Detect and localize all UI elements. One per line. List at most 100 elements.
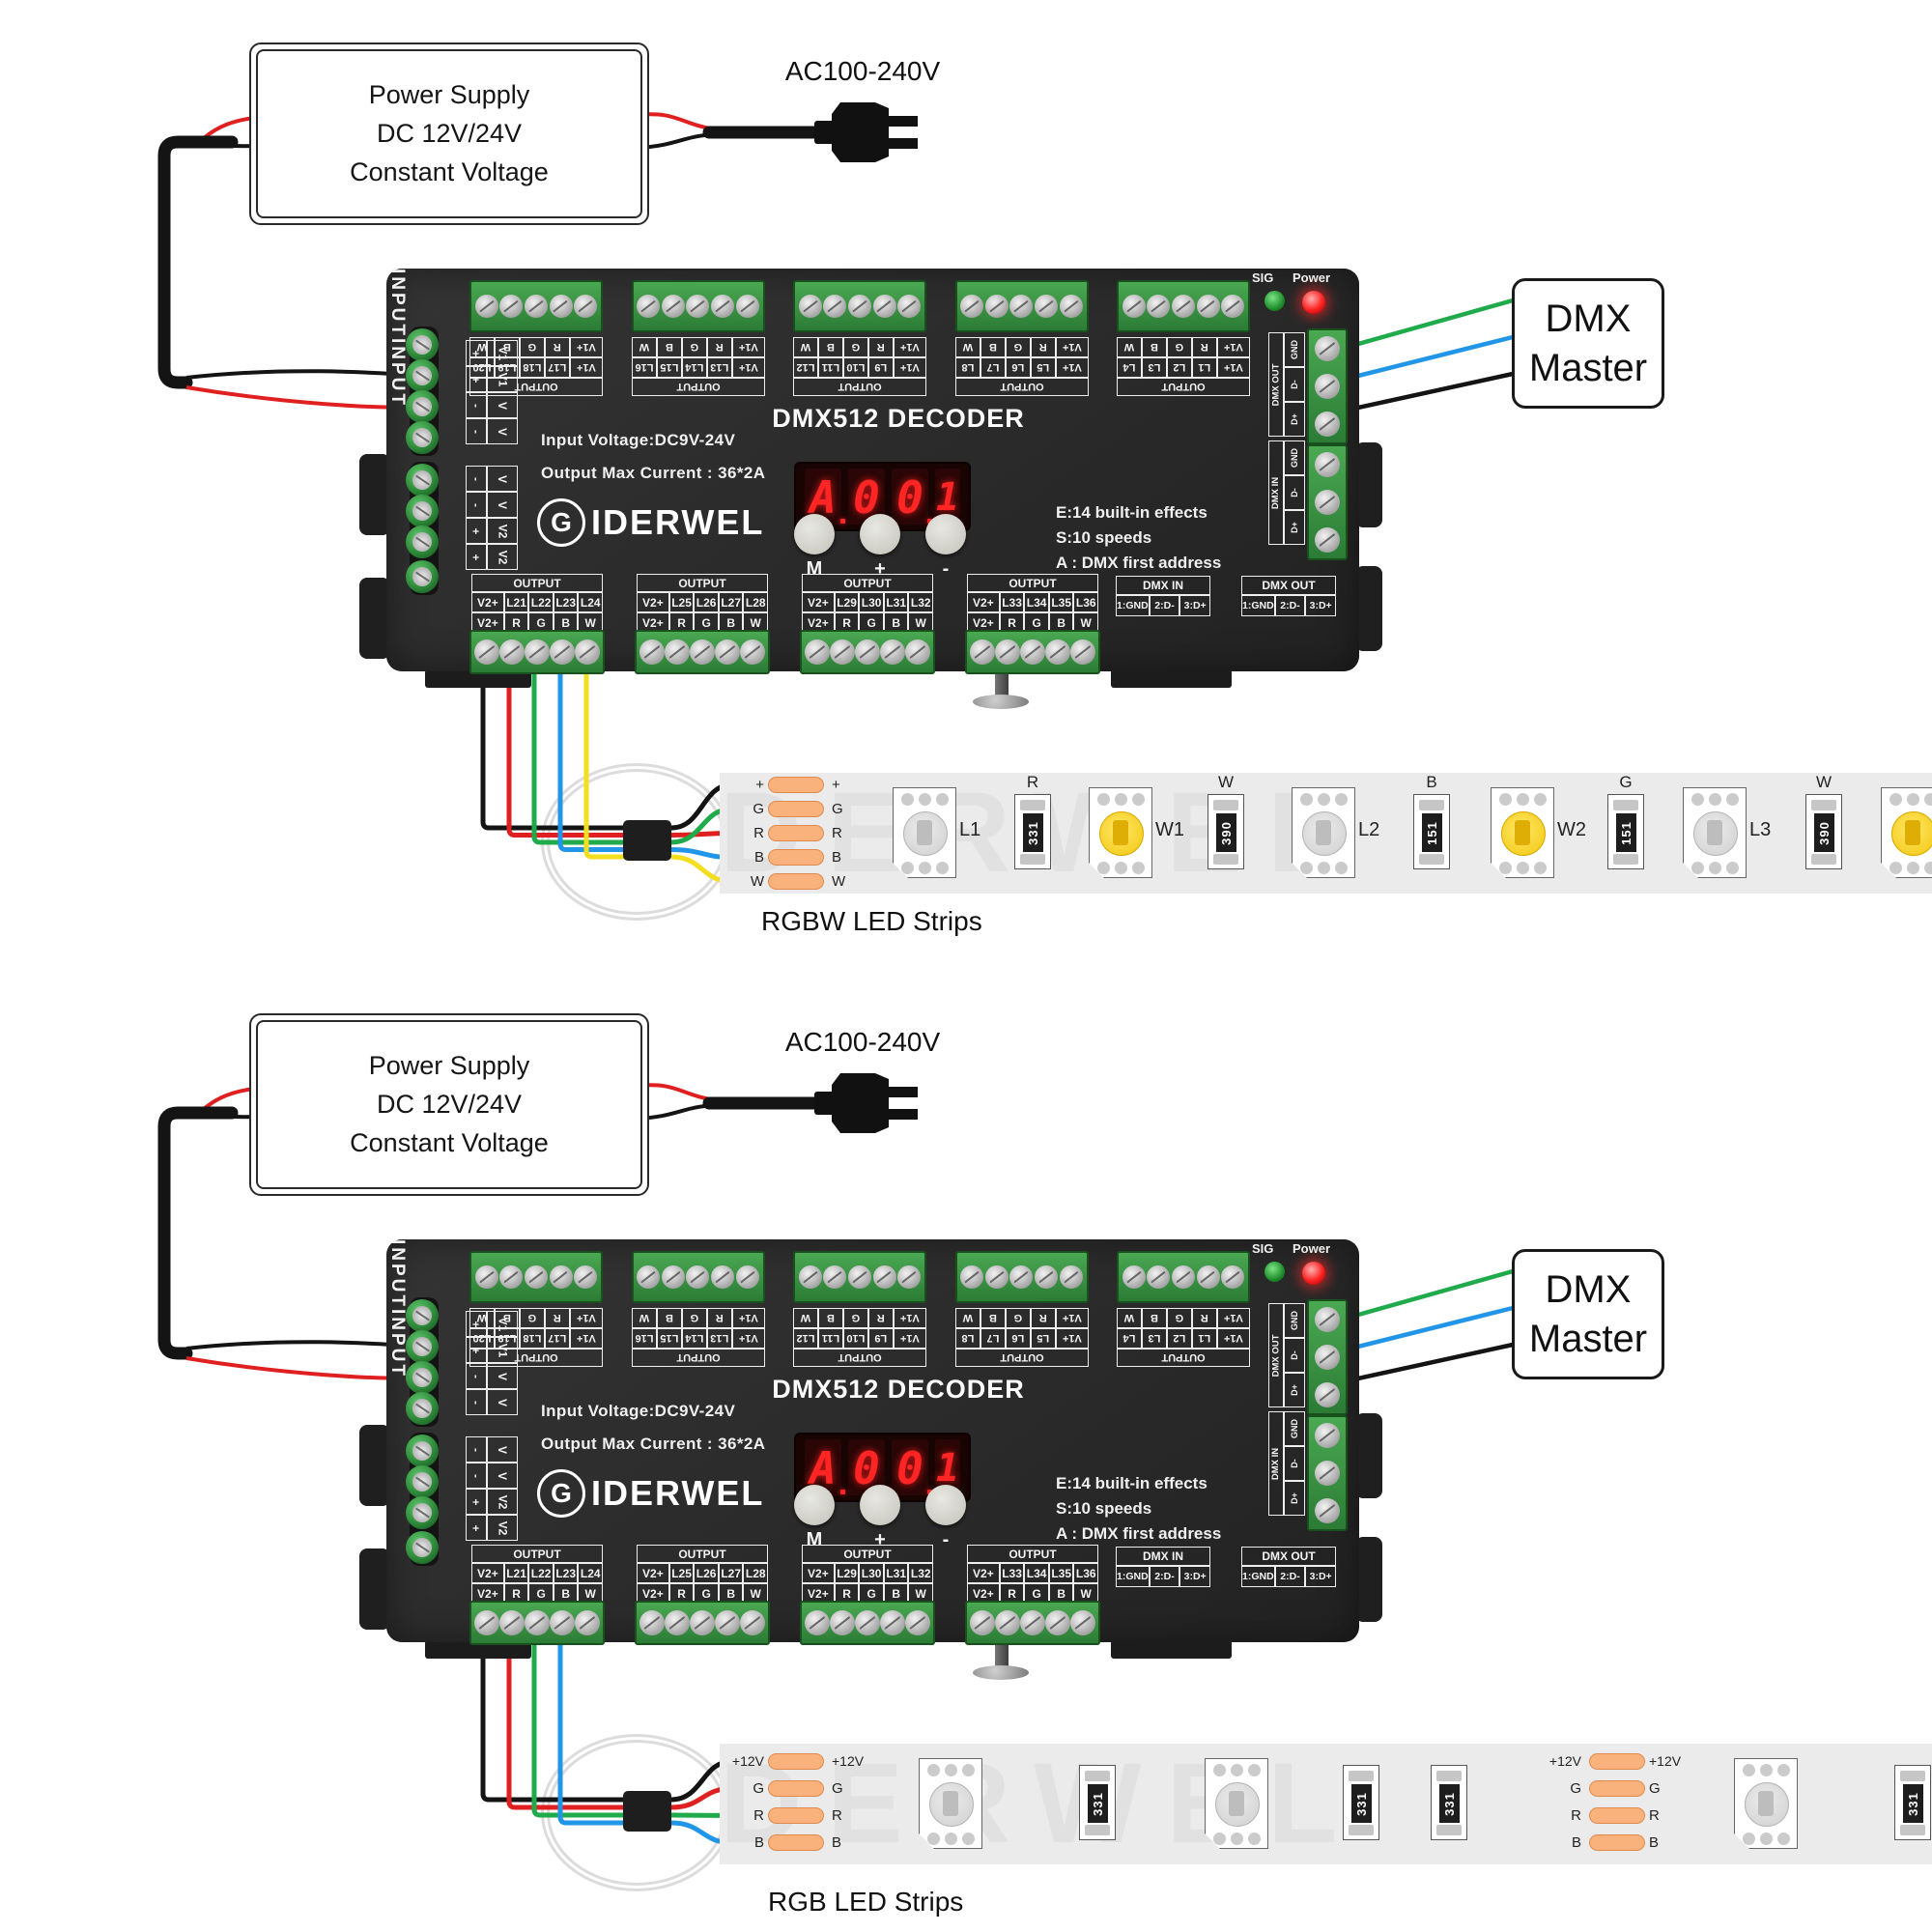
dc-power-cable xyxy=(157,1106,239,1360)
color-cell: W xyxy=(954,1308,980,1328)
input-cell: V xyxy=(487,492,518,518)
channel-cell: L4 xyxy=(1117,1328,1142,1349)
dmx-bottom-title: DMX IN xyxy=(1116,576,1210,595)
minus-button-label: - xyxy=(942,1529,950,1550)
output-header: OUTPUT xyxy=(637,574,768,592)
led-bulb xyxy=(1891,811,1932,856)
input-terminal-screw xyxy=(406,495,439,527)
resistor-body: 390 xyxy=(1216,813,1236,852)
channel-cell: L25 xyxy=(668,592,695,612)
resistor-code: 390 xyxy=(1219,820,1235,845)
resistor-label: R xyxy=(1026,773,1039,791)
channel-cell: L21 xyxy=(503,592,529,612)
resistor-code: 151 xyxy=(1619,820,1634,845)
resistor-code: 390 xyxy=(1817,820,1833,845)
terminal-block xyxy=(631,280,765,332)
plus-button[interactable] xyxy=(860,514,900,554)
pad-label-left: W xyxy=(750,873,764,890)
led-pad-dot xyxy=(901,793,914,806)
dmx-side-pin: D- xyxy=(1284,475,1305,510)
led-label: L1 xyxy=(959,819,981,840)
color-cell: V1+ xyxy=(1216,337,1250,357)
terminal-block xyxy=(469,630,605,674)
solder-pad xyxy=(768,873,824,890)
input-terminal-screw xyxy=(406,421,439,454)
terminal-screw xyxy=(1315,1423,1340,1449)
terminal-screw xyxy=(1196,295,1220,318)
channel-cell: V2+ xyxy=(637,1563,669,1583)
color-cell: R xyxy=(706,337,732,357)
channel-cell: L30 xyxy=(859,592,884,612)
dmx-bottom-header-row: DMX IN xyxy=(1116,1547,1210,1566)
minus-button[interactable] xyxy=(925,514,966,554)
dmx-pin-text: GND xyxy=(1290,448,1299,468)
led-pad-dot xyxy=(1907,862,1919,874)
input-terminal-screw xyxy=(406,526,439,558)
led-module xyxy=(919,1758,982,1849)
mode-button[interactable] xyxy=(794,1485,835,1525)
input-row: -V xyxy=(466,466,520,492)
input-cell: V xyxy=(487,392,518,418)
channel-cell: L27 xyxy=(718,592,744,612)
channel-cell: L32 xyxy=(908,1563,933,1583)
dmx512-decoder: DMX512 DECODER Input Voltage:DC9V-24V Ou… xyxy=(386,1239,1359,1645)
plus-button[interactable] xyxy=(860,1485,900,1525)
resistor-body: 331 xyxy=(1351,1784,1372,1823)
input-pin: - xyxy=(469,502,483,507)
channel-cell: L7 xyxy=(980,357,1006,378)
led-chip xyxy=(1113,820,1128,845)
input-pin: + xyxy=(469,1320,483,1328)
mode-button[interactable] xyxy=(794,514,835,554)
led-pad-dot xyxy=(1115,793,1127,806)
input-pin: + xyxy=(469,526,483,535)
resistor-cap xyxy=(1900,1825,1925,1835)
solder-pad xyxy=(768,1780,824,1797)
input-word-label: INPUT xyxy=(387,1239,408,1309)
terminal-block xyxy=(965,1601,1100,1645)
color-cell: B xyxy=(656,1308,682,1328)
led-pad-dot xyxy=(1924,862,1932,874)
dmx-side-pin: D- xyxy=(1284,367,1305,402)
channel-cell: L28 xyxy=(743,592,768,612)
output-header: OUTPUT xyxy=(954,1349,1089,1367)
dmx-pin-text: GND xyxy=(1290,1311,1299,1330)
output-header-row: OUTPUT xyxy=(631,378,765,396)
terminal-screw xyxy=(711,295,735,318)
color-cell: R xyxy=(1191,1308,1217,1328)
channel-cell: L32 xyxy=(908,592,933,612)
color-cell: G xyxy=(842,337,868,357)
power-label: Power xyxy=(1293,270,1331,285)
resistor-body: 331 xyxy=(1439,1784,1460,1823)
pad-label-left: +12V xyxy=(1548,1753,1581,1769)
pad-label-right: G xyxy=(832,801,843,817)
input-cell: - xyxy=(466,1389,487,1415)
solder-pad xyxy=(768,1834,824,1851)
output-header-row: OUTPUT xyxy=(954,1349,1089,1367)
resistor: 331 xyxy=(1079,1765,1116,1840)
input-cell: V2 xyxy=(487,1515,518,1541)
terminal-screw xyxy=(661,295,685,318)
color-cell: V1+ xyxy=(1055,1308,1089,1328)
resistor: 331 xyxy=(1894,1765,1931,1840)
channel-cell: L7 xyxy=(980,1328,1006,1349)
led-pad-dot xyxy=(1743,1833,1755,1845)
minus-button[interactable] xyxy=(925,1485,966,1525)
note-effects: E:14 built-in effects xyxy=(1056,503,1208,522)
dmx-pin-text: D- xyxy=(1290,1350,1299,1360)
input-row: +V1 xyxy=(466,340,520,366)
led-pad-dot xyxy=(1300,793,1313,806)
decoder-left-tab xyxy=(359,1548,390,1630)
resistor-body: 151 xyxy=(1422,813,1442,852)
pad-label-right: + xyxy=(832,777,840,793)
display-digit: 1 xyxy=(935,1439,960,1495)
terminal-screw xyxy=(550,1610,575,1635)
led-pad-dot xyxy=(1097,862,1110,874)
input-cell: + xyxy=(466,518,487,544)
color-cell: G xyxy=(519,1308,545,1328)
ac-plug-icon xyxy=(814,102,918,162)
